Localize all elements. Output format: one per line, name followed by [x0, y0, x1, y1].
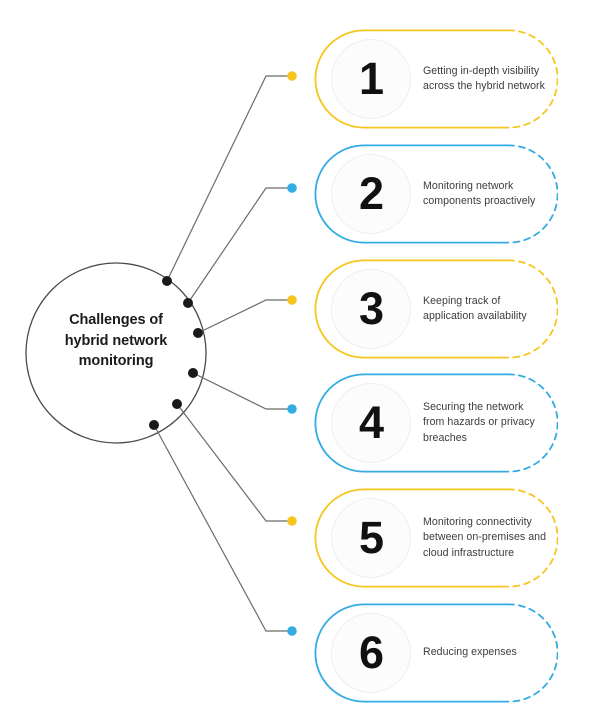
- card-outline-dashed-5: [507, 488, 558, 588]
- card-outline-dashed-4: [507, 373, 558, 473]
- end-dot-4: [287, 404, 297, 414]
- card-number-5: 5: [358, 512, 384, 563]
- number-ring-5: [331, 498, 411, 578]
- card-text-5-line-1: Monitoring connectivity: [423, 515, 532, 528]
- number-ring-6: [331, 613, 411, 693]
- challenge-card-5[interactable]: 5 Monitoring connectivity between on-pre…: [313, 488, 558, 588]
- card-text-1: Getting in-depth visibility across the h…: [423, 29, 548, 129]
- card-outline-dashed-6: [507, 603, 558, 703]
- card-number-4: 4: [358, 397, 384, 448]
- card-outline-dashed-3: [507, 259, 558, 359]
- number-ring-2: [331, 154, 411, 234]
- connector-4: [192, 372, 292, 410]
- challenge-card-3[interactable]: 3 Keeping track of application availabil…: [313, 259, 558, 359]
- end-dot-3: [287, 295, 297, 305]
- end-dot-5: [287, 516, 297, 526]
- connector-1: [166, 75, 292, 282]
- connector-6: [153, 424, 292, 632]
- card-text-6-line-1: Reducing expenses: [423, 646, 517, 659]
- connector-3: [197, 299, 292, 334]
- card-number-6: 6: [358, 627, 384, 678]
- card-number-1: 1: [358, 53, 384, 104]
- end-dot-2: [287, 183, 297, 193]
- hub-title-line-1: Challenges of: [69, 312, 163, 328]
- connector-2: [187, 187, 292, 304]
- challenge-card-6[interactable]: 6 Reducing expenses: [313, 603, 558, 703]
- number-ring-3: [331, 269, 411, 349]
- challenge-card-1[interactable]: 1 Getting in-depth visibility across the…: [313, 29, 558, 129]
- card-text-6: Reducing expenses: [423, 603, 548, 703]
- hub-dot-1: [162, 276, 172, 286]
- hub-title-line-3: monitoring: [78, 353, 154, 370]
- number-ring-1: [331, 39, 411, 119]
- card-text-1-line-1: Getting in-depth visibility: [423, 64, 540, 77]
- hub-dot-2: [183, 298, 193, 308]
- card-text-4: Securing the network from hazards or pri…: [423, 373, 548, 473]
- number-ring-4: [331, 383, 411, 463]
- card-text-2-line-2: components proactively: [423, 195, 536, 207]
- challenge-card-4[interactable]: 4 Securing the network from hazards or p…: [313, 373, 558, 473]
- card-text-4-line-1: Securing the network: [423, 400, 524, 413]
- connector-5: [176, 403, 292, 522]
- end-dot-1: [287, 71, 297, 81]
- card-text-3: Keeping track of application availabilit…: [423, 259, 548, 359]
- card-text-3-line-1: Keeping track of: [423, 294, 501, 307]
- card-number-2: 2: [358, 168, 384, 219]
- card-text-1-line-2: across the hybrid network: [423, 80, 545, 92]
- card-text-5: Monitoring connectivity between on-premi…: [423, 488, 548, 588]
- hub-title-line-2: hybrid network: [64, 332, 168, 349]
- card-text-3-line-2: application availability: [423, 310, 527, 322]
- challenge-card-2[interactable]: 2 Monitoring network components proactiv…: [313, 144, 558, 244]
- hub-dot-5: [172, 399, 182, 409]
- card-text-5-line-3: cloud infrastructure: [423, 546, 515, 559]
- card-text-5-line-2: between on-premises and: [423, 531, 547, 544]
- card-text-4-line-3: breaches: [423, 431, 467, 444]
- end-dot-6: [287, 626, 297, 636]
- card-outline-dashed-1: [507, 29, 558, 129]
- card-text-4-line-2: from hazards or privacy: [423, 416, 535, 429]
- card-text-2: Monitoring network components proactivel…: [423, 144, 548, 244]
- card-number-3: 3: [358, 283, 384, 334]
- card-outline-dashed-2: [507, 144, 558, 244]
- hub-dot-6: [149, 420, 159, 430]
- card-text-2-line-1: Monitoring network: [423, 179, 514, 192]
- hub-title: Challenges of hybrid network monitoring: [30, 310, 202, 372]
